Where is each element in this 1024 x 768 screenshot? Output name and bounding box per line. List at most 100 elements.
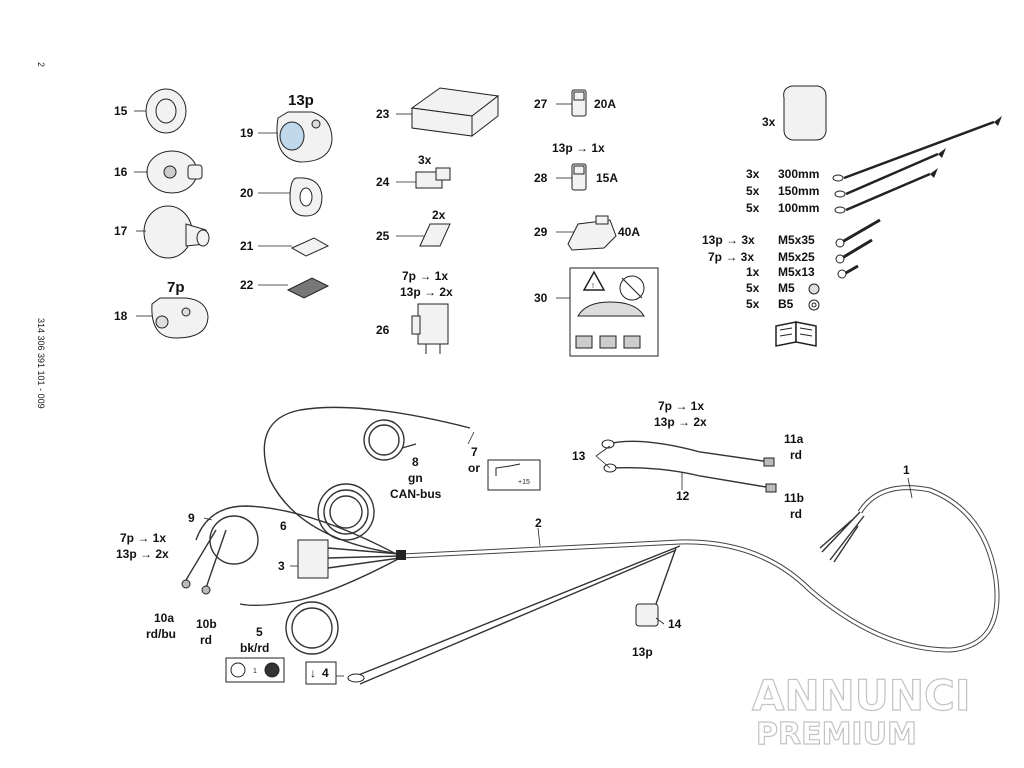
label-20: 20 xyxy=(240,186,254,200)
label-13: 13 xyxy=(572,449,586,463)
label-26-qty-7p: 7p → 1x xyxy=(402,269,448,283)
watermark-logo: ANNUNCI PREMIUM xyxy=(751,670,971,752)
part-27-fuse-20a xyxy=(556,89,587,117)
label-27-rating: 20A xyxy=(594,97,616,111)
label-5-symbols: 1 xyxy=(225,657,285,683)
part-20-gasket xyxy=(258,177,323,217)
kit-row-desc: M5 xyxy=(778,281,795,295)
label-1: 1 xyxy=(903,463,910,477)
label-16: 16 xyxy=(114,165,128,179)
part-25-adhesive xyxy=(396,223,451,247)
label-11b-color: rd xyxy=(790,507,802,521)
part-28-fuse-15a xyxy=(556,163,587,191)
label-15: 15 xyxy=(114,104,128,118)
label-4-box: ↓ 4 xyxy=(305,661,337,685)
label-11b: 11b xyxy=(784,491,804,505)
label-24-qty: 3x xyxy=(418,153,432,167)
part-16-socket-plate xyxy=(134,150,203,194)
label-9-qty-7p: 7p → 1x xyxy=(120,531,166,545)
label-28: 28 xyxy=(534,171,548,185)
part-pad-square xyxy=(783,85,827,141)
kit-row-qty: 5x xyxy=(746,281,760,295)
kit-row-qty: 5x xyxy=(746,201,760,215)
label-8-color: gn xyxy=(408,471,423,485)
label-4: 4 xyxy=(322,666,329,680)
kit-row-qty: 7p → 3x xyxy=(708,250,754,264)
label-19-pins: 13p xyxy=(288,92,314,109)
label-9-qty-13p: 13p → 2x xyxy=(116,547,169,561)
label-pad-qty: 3x xyxy=(762,115,776,129)
label-9: 9 xyxy=(188,511,195,525)
part-17-socket-boot xyxy=(136,205,210,259)
part-18-7pin-socket xyxy=(136,297,209,339)
kit-row-qty: 5x xyxy=(746,297,760,311)
label-5-color: bk/rd xyxy=(240,641,269,655)
label-2: 2 xyxy=(535,516,542,530)
page-number: 2 xyxy=(36,62,46,67)
watermark-line2: PREMIUM xyxy=(756,717,917,752)
label-30: 30 xyxy=(534,291,548,305)
kit-row-qty: 5x xyxy=(746,184,760,198)
part-29-fuse-holder xyxy=(556,215,617,251)
label-5-box-mid: 1 xyxy=(253,668,257,675)
label-28-rating: 15A xyxy=(596,171,618,185)
label-29: 29 xyxy=(534,225,548,239)
label-24: 24 xyxy=(376,175,390,189)
label-6: 6 xyxy=(280,519,287,533)
label-7: 7 xyxy=(471,445,478,459)
manual-book-icon xyxy=(775,321,817,347)
kit-row-desc: M5x25 xyxy=(778,250,815,264)
label-10b: 10b xyxy=(196,617,217,631)
kit-row-desc: 100mm xyxy=(778,201,819,215)
svg-text:!: ! xyxy=(592,283,594,290)
label-14-pins: 13p xyxy=(632,645,653,659)
kit-row-desc: M5x13 xyxy=(778,265,815,279)
kit-row-desc: 150mm xyxy=(778,184,819,198)
label-22: 22 xyxy=(240,278,254,292)
bolts-and-nuts xyxy=(808,218,881,311)
label-23: 23 xyxy=(376,107,390,121)
label-8: 8 xyxy=(412,455,419,469)
kit-row-desc: M5x35 xyxy=(778,233,815,247)
label-29-rating: 40A xyxy=(618,225,640,239)
label-8-bus: CAN-bus xyxy=(390,487,442,501)
label-11a-color: rd xyxy=(790,448,802,462)
label-12: 12 xyxy=(676,489,690,503)
kit-row-qty: 1x xyxy=(746,265,760,279)
svg-text:↓: ↓ xyxy=(310,666,316,680)
part-21-pad xyxy=(258,237,330,257)
part-26-relay xyxy=(411,303,449,354)
label-26-qty-13p: 13p → 2x xyxy=(400,285,453,299)
kit-row-desc: B5 xyxy=(778,297,794,311)
label-17: 17 xyxy=(114,224,128,238)
label-28-qty: 13p → 1x xyxy=(552,141,605,155)
label-12-qty-7p: 7p → 1x xyxy=(658,399,704,413)
part-22-mesh-pad xyxy=(258,277,330,299)
label-19: 19 xyxy=(240,126,254,140)
cable-ties xyxy=(832,116,1002,214)
label-21: 21 xyxy=(240,239,254,253)
kit-rows: 3x 300mm 5x 150mm 5x 100mm 13p → 3x M5x3… xyxy=(702,167,819,311)
harness-cables xyxy=(181,406,1000,685)
document-code: 314 306 391 101 - 009 xyxy=(36,318,46,409)
part-15-grommet xyxy=(134,88,187,134)
part-30-warning-label: ! xyxy=(556,267,659,357)
label-25: 25 xyxy=(376,229,390,243)
label-7-switch-box: +15 xyxy=(487,459,541,491)
label-12-qty-13p: 13p → 2x xyxy=(654,415,707,429)
label-18-pins: 7p xyxy=(167,279,185,296)
part-24-connector xyxy=(396,167,451,189)
kit-row-qty: 3x xyxy=(746,167,760,181)
label-18: 18 xyxy=(114,309,128,323)
part-19-13pin-socket xyxy=(258,111,333,163)
label-26: 26 xyxy=(376,323,390,337)
label-7-plus: +15 xyxy=(518,479,530,486)
label-14: 14 xyxy=(668,617,682,631)
label-7-color: or xyxy=(468,461,480,475)
label-10b-color: rd xyxy=(200,633,212,647)
watermark-line1: ANNUNCI xyxy=(752,671,971,720)
kit-row-desc: 300mm xyxy=(778,167,819,181)
label-5: 5 xyxy=(256,625,263,639)
